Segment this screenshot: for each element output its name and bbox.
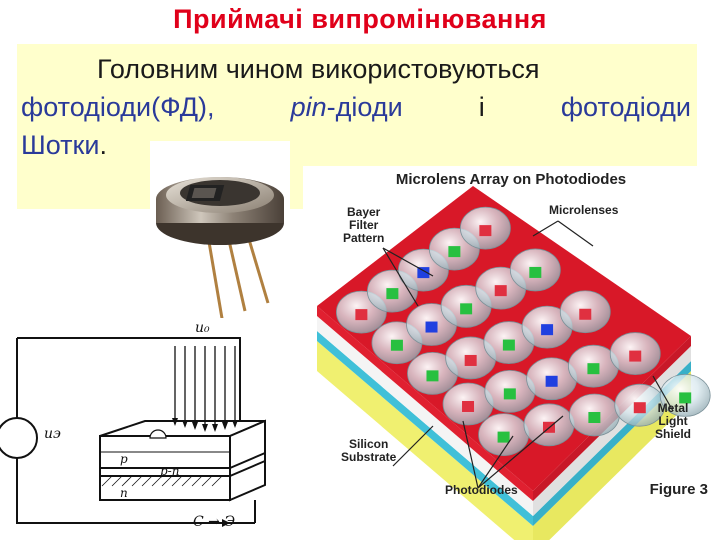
paragraph-line-1: Головним чином використовуються bbox=[21, 50, 691, 88]
microlens-array-figure: Microlens Array on Photodiodes Bayer Fil… bbox=[303, 166, 719, 540]
figure-number: Figure 3 bbox=[650, 481, 708, 498]
body-paragraph: Головним чином використовуються фотодіод… bbox=[21, 50, 691, 164]
color-filter-green bbox=[587, 363, 599, 374]
label-pn-junction: p-n bbox=[160, 464, 179, 478]
color-filter-green bbox=[460, 303, 472, 314]
color-filter-green bbox=[498, 432, 510, 443]
term-schottky: Шотки bbox=[21, 130, 99, 160]
color-filter-green bbox=[426, 370, 438, 381]
label-p-layer: p bbox=[120, 452, 128, 466]
color-filter-green bbox=[391, 340, 403, 351]
color-filter-blue bbox=[546, 376, 558, 387]
term-photodiodes: фотодіоди(ФД), bbox=[21, 88, 215, 126]
color-filter-green bbox=[529, 267, 541, 278]
color-filter-red bbox=[629, 351, 641, 362]
pin-suffix: -діоди bbox=[327, 92, 403, 122]
paragraph-line-3: Шотки. bbox=[21, 126, 691, 164]
period: . bbox=[99, 130, 107, 160]
substrate-line-2: Substrate bbox=[341, 451, 396, 464]
color-filter-green bbox=[448, 246, 460, 257]
label-n-layer: n bbox=[120, 486, 128, 500]
color-filter-blue bbox=[426, 322, 438, 333]
color-filter-red bbox=[479, 225, 491, 236]
photodiode-circuit-schematic: u₀ uэ p p-n n C → Э bbox=[0, 318, 290, 540]
color-filter-red bbox=[462, 401, 474, 412]
color-filter-blue bbox=[541, 324, 553, 335]
label-c-e: C → Э bbox=[193, 514, 235, 530]
paragraph-line-2: фотодіоди(ФД), pin-діоди і фотодіоди bbox=[21, 88, 691, 126]
color-filter-green bbox=[386, 288, 398, 299]
label-u0: u₀ bbox=[195, 320, 210, 336]
term-schottky-photodiodes: фотодіоди bbox=[561, 88, 691, 126]
photodiode-can-image bbox=[150, 141, 290, 346]
photodiode-photo bbox=[150, 141, 290, 346]
figure-title: Microlens Array on Photodiodes bbox=[303, 171, 719, 188]
slide-title: Приймачі випромінювання bbox=[0, 4, 720, 35]
bayer-line-3: Pattern bbox=[343, 232, 384, 245]
label-photodiodes: Photodiodes bbox=[445, 484, 518, 497]
color-filter-red bbox=[579, 309, 591, 320]
color-filter-green bbox=[503, 340, 515, 351]
shield-line-3: Shield bbox=[655, 428, 691, 441]
conjunction-and: і bbox=[479, 88, 485, 126]
color-filter-red bbox=[465, 355, 477, 366]
leader-line bbox=[558, 221, 593, 246]
leader-line bbox=[533, 221, 558, 236]
pin-italic: pin bbox=[291, 92, 327, 122]
label-bayer-filter-pattern: Bayer Filter Pattern bbox=[343, 206, 384, 245]
color-filter-green bbox=[504, 388, 516, 399]
color-filter-red bbox=[634, 402, 646, 413]
term-pin-diodes: pin-діоди bbox=[291, 88, 403, 126]
label-metal-light-shield: Metal Light Shield bbox=[655, 402, 691, 441]
label-microlenses: Microlenses bbox=[549, 204, 618, 217]
color-filter-red bbox=[355, 309, 367, 320]
label-ue: uэ bbox=[44, 426, 61, 442]
color-filter-green bbox=[588, 412, 600, 423]
color-filter-red bbox=[495, 285, 507, 296]
label-silicon-substrate: Silicon Substrate bbox=[341, 438, 396, 464]
